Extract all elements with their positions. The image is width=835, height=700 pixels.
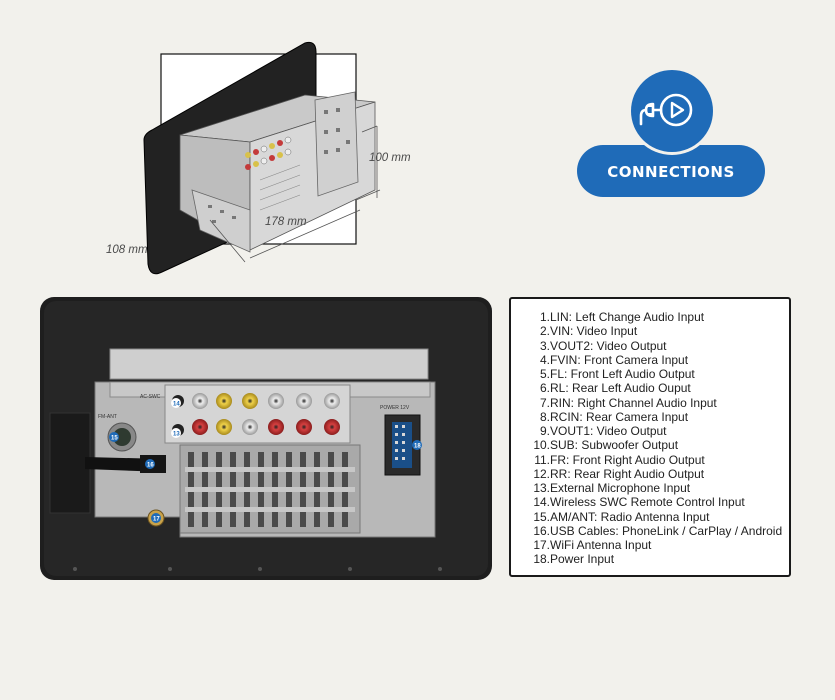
legend-item: 18.Power Input (533, 552, 615, 567)
rca-bottom-row (172, 419, 340, 436)
port-17-label: 17 (153, 517, 160, 523)
legend-list: 1.LIN: Left Change Audio Input 2.VIN: Vi… (511, 299, 789, 567)
legend-item: 11.FR: Front Right Audio Output (534, 452, 705, 467)
legend-item: 10.SUB: Subwoofer Output (533, 438, 679, 453)
legend-item: 17.WiFi Antenna Input (533, 538, 652, 552)
svg-text:FM-ANT: FM-ANT (98, 414, 117, 420)
legend-item: 9.VOUT1: Video Output (539, 424, 667, 438)
legend-item: 7.RIN: Right Channel Audio Input (539, 395, 717, 410)
legend-item: 14.Wireless SWC Remote Control Input (533, 495, 745, 510)
width-dimension-label: 178 mm (265, 216, 307, 228)
port-18-label: 18 (414, 444, 421, 450)
legend-item: 13.External Microphone Input (533, 481, 691, 495)
height-dimension-label: 100 mm (369, 152, 411, 164)
svg-text:13: 13 (173, 432, 180, 438)
dimension-diagram: 100 mm 178 mm 108 mm (100, 40, 440, 280)
head-unit-drawing (143, 41, 381, 275)
connections-badge: CONNECTIONS (577, 70, 765, 200)
legend-item: 6.RL: Rear Left Audio Ouput (539, 381, 691, 396)
legend-item: 5.FL: Front Left Audio Output (539, 367, 695, 381)
connections-title: CONNECTIONS (607, 163, 735, 181)
svg-text:14: 14 (173, 402, 180, 408)
rear-panel-photo: 14 13 (40, 297, 492, 580)
svg-text:AC-SWC: AC-SWC (140, 394, 161, 400)
port-15-label: 15 (111, 436, 118, 442)
legend-item: 1.LIN: Left Change Audio Input (539, 310, 705, 324)
legend-item: 16.USB Cables: PhoneLink / CarPlay / And… (533, 523, 783, 538)
depth-dimension-label: 108 mm (106, 244, 148, 256)
connections-pill: CONNECTIONS (577, 145, 765, 197)
legend-item: 4.FVIN: Front Camera Input (539, 352, 689, 367)
legend-item: 8.RCIN: Rear Camera Input (539, 409, 689, 424)
port-16-label: 16 (147, 463, 154, 469)
legend-item: 15.AM/ANT: Radio Antenna Input (533, 509, 710, 524)
legend-item: 12.RR: Rear Right Audio Output (533, 466, 705, 481)
legend-item: 2.VIN: Video Input (539, 324, 638, 339)
legend-item: 3.VOUT2: Video Output (539, 338, 667, 353)
rear-panel-drawing: 14 13 (40, 297, 492, 580)
svg-text:POWER 12V: POWER 12V (380, 405, 410, 411)
connections-legend: 1.LIN: Left Change Audio Input 2.VIN: Vi… (509, 297, 791, 577)
plug-play-icon (631, 70, 713, 152)
